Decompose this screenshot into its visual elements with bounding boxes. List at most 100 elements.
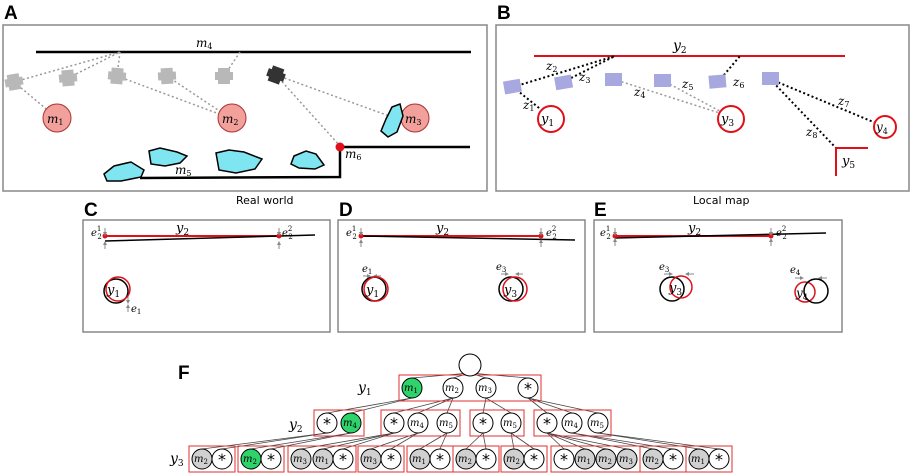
panel-c-error-arrows xyxy=(103,228,281,312)
tree-node-label: * xyxy=(267,450,275,469)
tree-node xyxy=(475,377,497,399)
panel-d-e3: e3 xyxy=(496,262,506,274)
tree-node-label: * xyxy=(669,450,677,469)
panel-e-label: E xyxy=(594,200,607,221)
tree-node xyxy=(442,377,464,399)
panel-e-circle-y3 xyxy=(669,275,693,299)
corner-m6 xyxy=(335,142,345,152)
tree-edge xyxy=(527,397,599,414)
tree-node xyxy=(561,412,583,434)
panel-c-map-circle xyxy=(105,276,131,302)
svg-text:m2: m2 xyxy=(222,112,238,127)
tree-edge xyxy=(300,432,395,450)
panel-c-frame xyxy=(82,219,331,333)
tree-edge xyxy=(485,397,512,414)
svg-text:z3: z3 xyxy=(578,70,590,85)
tree-node-label: * xyxy=(479,414,487,433)
tree-node xyxy=(211,448,233,470)
sensing-lines-a xyxy=(13,51,393,147)
tree-node-label: * xyxy=(218,450,226,469)
tree-edge xyxy=(527,397,573,414)
tree-node xyxy=(290,448,312,470)
level3-group-box xyxy=(500,445,548,473)
tree-node xyxy=(475,448,497,470)
panel-b-frame xyxy=(495,24,910,192)
caption-real-world: Real world xyxy=(236,194,294,207)
svg-text:z5: z5 xyxy=(681,77,693,92)
map-landmarks-b xyxy=(537,105,897,139)
tree-node-label: * xyxy=(715,450,723,469)
tree-node xyxy=(472,412,494,434)
tree-node-label: * xyxy=(482,450,490,469)
panel-d-y3-label: y3 xyxy=(503,283,517,300)
tree-edge xyxy=(510,432,535,450)
panel-c-y1-label: y1 xyxy=(106,283,120,300)
panel-d-e1: e1 xyxy=(362,264,372,276)
tree-node-label: * xyxy=(339,450,347,469)
panel-e-real-line xyxy=(614,232,827,239)
landmark-y1: y1 xyxy=(540,112,554,129)
svg-text:z8: z8 xyxy=(805,125,817,140)
tree-node xyxy=(517,377,539,399)
panel-c-real-circle xyxy=(103,278,129,304)
tree-node xyxy=(383,412,405,434)
corner-y5 xyxy=(835,147,868,176)
tree-node-label: * xyxy=(436,450,444,469)
wall-m5-label: m5 xyxy=(175,163,191,178)
panel-e-error-arrows xyxy=(613,228,827,280)
tree-node xyxy=(260,448,282,470)
robot-poses-b xyxy=(502,72,779,95)
tree-node xyxy=(523,448,545,470)
robot-poses-a xyxy=(4,65,286,91)
svg-text:m3: m3 xyxy=(405,112,421,127)
panel-e-frame xyxy=(593,219,843,333)
tree-node xyxy=(662,448,684,470)
tree-root-node xyxy=(458,353,482,377)
panel-e-circle-y4 xyxy=(794,281,816,303)
tree-node-label: * xyxy=(524,379,532,398)
level3-group-box xyxy=(685,445,733,473)
caption-local-map: Local map xyxy=(693,194,749,207)
panel-d-error-arrows xyxy=(359,228,543,278)
panel-a-frame xyxy=(2,24,488,192)
panel-d-label: D xyxy=(339,200,353,221)
tree-node xyxy=(401,377,423,399)
svg-text:m1: m1 xyxy=(47,112,63,127)
tree-edge xyxy=(419,432,448,450)
measurement-labels: z1 z2 z3 z4 z5 z6 z7 z8 xyxy=(522,59,849,140)
tree-edge xyxy=(482,432,487,450)
panel-e-y2-label: y2 xyxy=(687,221,701,238)
tree-node-label: * xyxy=(530,450,538,469)
landmark-m3: m3 xyxy=(400,103,430,133)
tree-node xyxy=(429,448,451,470)
level2-group-box xyxy=(469,409,525,437)
tree-edge xyxy=(342,432,395,450)
tree-edge xyxy=(546,432,586,450)
panel-d-y1-label: y1 xyxy=(365,283,379,300)
panel-c-label: C xyxy=(84,200,98,221)
tree-node xyxy=(536,412,558,434)
row-label-y3: y3 xyxy=(169,451,184,469)
corner-m6-label: m6 xyxy=(345,147,361,162)
svg-text:z7: z7 xyxy=(837,94,849,109)
panel-e-y4-label: y4 xyxy=(795,286,808,302)
tree-node xyxy=(708,448,730,470)
obstacles-a xyxy=(103,103,404,182)
svg-text:z2: z2 xyxy=(545,59,557,74)
panel-f-label: F xyxy=(178,363,190,384)
corner-y5-label: y5 xyxy=(841,154,855,171)
level3-group-box xyxy=(188,445,236,473)
tree-edge xyxy=(510,432,515,450)
level3-group-box xyxy=(452,445,500,473)
tree-node xyxy=(316,412,338,434)
tree-edge xyxy=(465,432,484,450)
panel-e-y3-label: y3 xyxy=(668,281,682,298)
tree-node-label: * xyxy=(560,450,568,469)
current-pose-icon xyxy=(266,65,286,85)
